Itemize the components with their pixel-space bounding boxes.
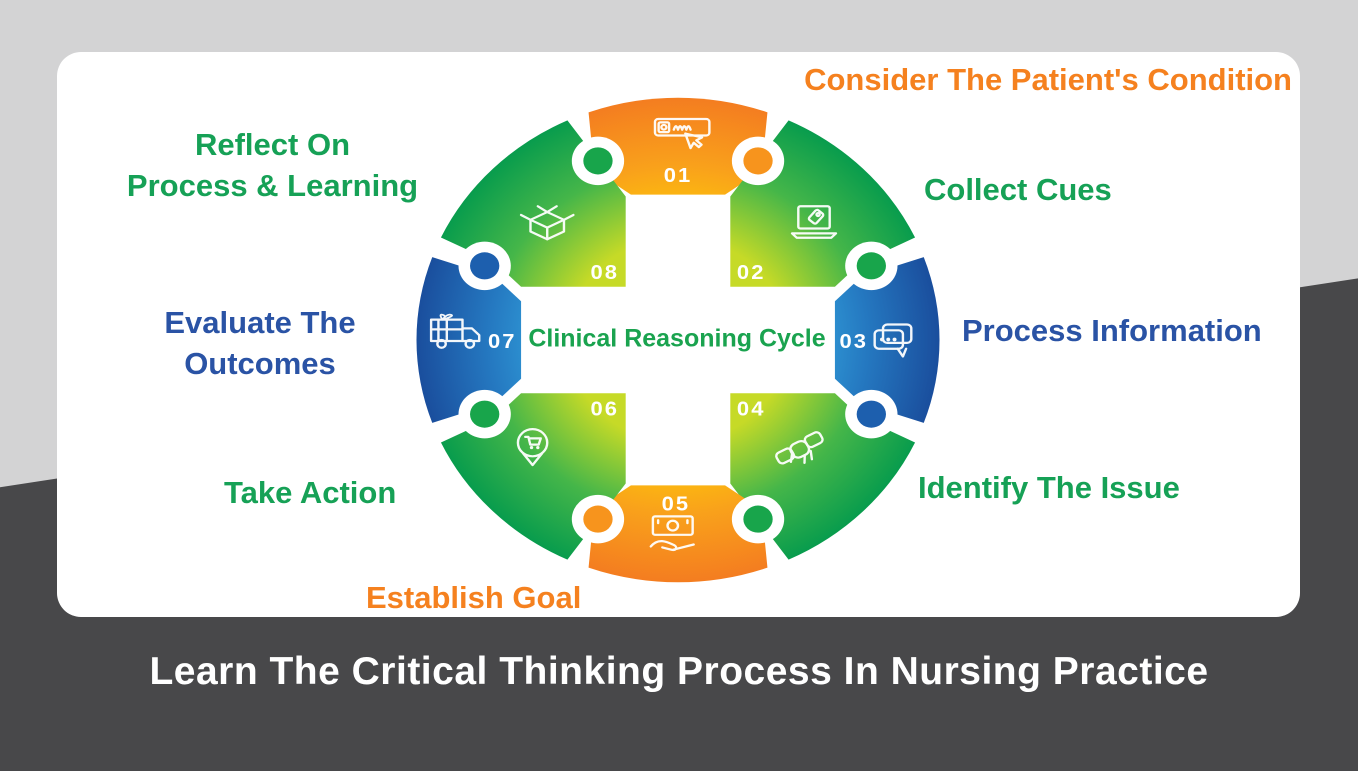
puzzle-knob-07-08: [458, 241, 511, 291]
label-evaluate-line2: Outcomes: [184, 346, 336, 381]
laptop-tag-icon: [790, 205, 838, 239]
puzzle-knob-03-04: [845, 389, 898, 439]
segment-08-number: 08: [590, 262, 619, 284]
label-reflect-line1: Reflect On: [194, 127, 351, 162]
location-cart-icon: [516, 428, 549, 467]
clinical-reasoning-cycle-wheel: 01 02 03 04 05 06 07 08: [416, 97, 940, 583]
segment-07-number: 07: [488, 330, 517, 352]
label-evaluate-the-outcomes: Evaluate The Outcomes: [150, 302, 370, 384]
segment-05-number: 05: [662, 493, 691, 515]
label-establish-goal: Establish Goal: [366, 580, 582, 615]
segment-06-number: 06: [590, 398, 619, 420]
label-reflect-line2: Process & Learning: [126, 168, 419, 203]
label-take-action: Take Action: [224, 475, 397, 510]
puzzle-knob-08-01: [571, 136, 625, 186]
label-reflect-on-process-learning: Reflect On Process & Learning: [110, 124, 435, 206]
puzzle-knob-06-07: [458, 389, 511, 439]
delivery-truck-icon: [429, 313, 481, 349]
handshake-icon: [775, 431, 824, 465]
label-process-information: Process Information: [962, 313, 1262, 348]
label-evaluate-line1: Evaluate The: [164, 305, 356, 340]
segment-02-number: 02: [737, 262, 766, 284]
puzzle-knob-02-03: [845, 241, 898, 291]
puzzle-knob-01-02: [731, 136, 785, 186]
bottom-headline: Learn The Critical Thinking Process In N…: [149, 650, 1209, 693]
open-box-icon: [519, 205, 575, 241]
segment-01-piece: [588, 97, 768, 195]
segment-01-number: 01: [664, 165, 693, 187]
segment-03-number: 03: [839, 330, 868, 352]
wheel-center-title: Clinical Reasoning Cycle: [528, 324, 826, 353]
puzzle-knob-05-06: [571, 494, 625, 544]
segment-04-number: 04: [737, 398, 766, 420]
label-collect-cues: Collect Cues: [924, 172, 1112, 207]
label-identify-the-issue: Identify The Issue: [918, 470, 1180, 505]
puzzle-knob-04-05: [731, 494, 785, 544]
chat-bubbles-icon: [873, 323, 913, 358]
money-hand-icon: [649, 515, 695, 552]
banner-click-icon: [653, 117, 711, 150]
label-consider-patients-condition: Consider The Patient's Condition: [804, 62, 1292, 97]
